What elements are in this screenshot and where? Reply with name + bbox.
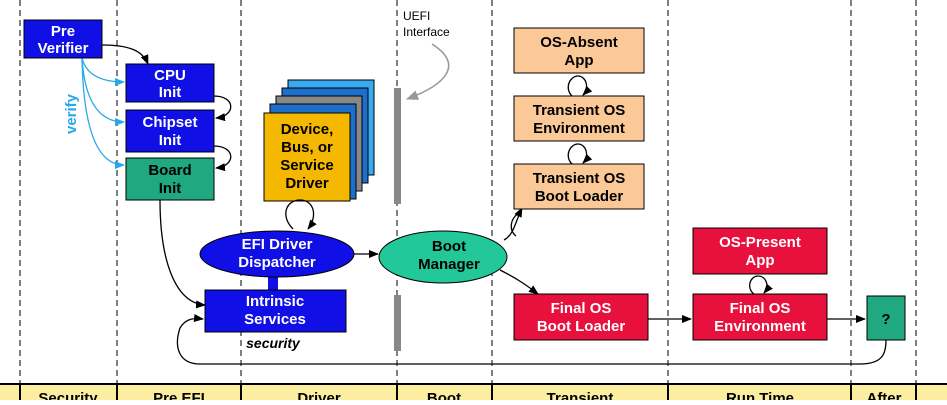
phase-run-time: Run Time — [726, 390, 794, 400]
phase-security: Security — [38, 390, 98, 400]
phase-pre-efi: Pre EFI — [153, 390, 205, 400]
transient-chain-arrows — [567, 75, 593, 165]
svg-text:Final OS: Final OS — [551, 300, 612, 317]
svg-text:OS-Present: OS-Present — [719, 234, 801, 251]
svg-text:Dispatcher: Dispatcher — [238, 254, 316, 271]
svg-text:Init: Init — [159, 132, 182, 149]
device-bus-service-driver-block: Device, Bus, or Service Driver — [263, 112, 351, 202]
boot-manager-ellipse: Boot Manager — [378, 230, 508, 284]
svg-text:Board: Board — [148, 162, 191, 179]
svg-text:Init: Init — [159, 180, 182, 197]
svg-text:Environment: Environment — [714, 318, 806, 335]
board-to-intrinsic-arrow — [159, 199, 206, 309]
return-to-intrinsic-arrow — [176, 314, 887, 365]
uefi-interface-bar-upper — [394, 88, 401, 204]
uefi-interface-label: UEFI Interface — [403, 9, 450, 39]
svg-text:Final OS: Final OS — [730, 300, 791, 317]
svg-text:Bus, or: Bus, or — [281, 139, 333, 156]
os-absent-app-block: OS-Absent App — [513, 27, 645, 74]
svg-text:Transient OS: Transient OS — [533, 170, 626, 187]
svg-text:?: ? — [881, 311, 890, 328]
phase-separators — [19, 0, 917, 385]
security-label: security — [246, 335, 301, 351]
svg-text:EFI Driver: EFI Driver — [242, 236, 313, 253]
transient-loop-return — [510, 211, 521, 237]
phase-driver: Driver — [297, 390, 341, 400]
svg-text:Boot: Boot — [432, 238, 466, 255]
svg-text:Pre: Pre — [51, 23, 75, 40]
svg-text:Driver: Driver — [285, 175, 329, 192]
boot-manager-to-transient-loop-arrow — [503, 207, 523, 241]
intrinsic-services-block: Intrinsic Services — [204, 289, 347, 333]
svg-text:Boot Loader: Boot Loader — [535, 188, 623, 205]
svg-text:Interface: Interface — [403, 25, 450, 39]
svg-text:Services: Services — [244, 311, 306, 328]
svg-text:Verifier: Verifier — [38, 40, 89, 57]
svg-text:CPU: CPU — [154, 67, 186, 84]
verify-label: verify — [63, 93, 80, 134]
os-present-app-block: OS-Present App — [692, 227, 828, 275]
dispatcher-intrinsic-connector — [268, 268, 278, 290]
after-question-block: ? — [866, 295, 906, 341]
svg-text:Init: Init — [159, 84, 182, 101]
svg-text:Intrinsic: Intrinsic — [246, 293, 304, 310]
cpu-init-block: CPU Init — [125, 63, 215, 103]
svg-text:Chipset: Chipset — [142, 114, 197, 131]
pre-verifier-block: Pre Verifier — [23, 19, 103, 59]
svg-text:Service: Service — [280, 157, 333, 174]
efi-driver-dispatcher-ellipse: EFI Driver Dispatcher — [199, 230, 355, 278]
svg-text:Environment: Environment — [533, 120, 625, 137]
pre-verifier-to-cpu-arrow — [101, 44, 149, 65]
svg-text:App: App — [745, 252, 774, 269]
phase-after: After — [866, 390, 901, 400]
phase-transient: Transient — [547, 390, 614, 400]
svg-text:Manager: Manager — [418, 256, 480, 273]
present-app-env-loop-arrow — [748, 275, 773, 295]
uefi-interface-arrow — [406, 43, 450, 100]
chipset-init-block: Chipset Init — [125, 109, 215, 153]
phase-bar: Security Pre EFI Driver Boot Transient R… — [0, 383, 947, 405]
boot-manager-to-final-loader-arrow — [499, 269, 539, 295]
svg-text:Device,: Device, — [281, 121, 334, 138]
init-chain-arrows — [213, 95, 232, 172]
transient-os-boot-loader-block: Transient OS Boot Loader — [513, 163, 645, 210]
board-init-block: Board Init — [125, 157, 215, 201]
svg-text:Transient OS: Transient OS — [533, 102, 626, 119]
verify-arrows — [81, 57, 125, 169]
svg-text:App: App — [564, 52, 593, 69]
svg-text:Boot Loader: Boot Loader — [537, 318, 625, 335]
phase-boot: Boot — [427, 390, 461, 400]
final-os-environment-block: Final OS Environment — [692, 293, 828, 341]
uefi-interface-bar-lower — [394, 295, 401, 351]
svg-text:UEFI: UEFI — [403, 9, 430, 23]
dispatcher-driver-loop-arrow — [285, 199, 317, 230]
final-os-boot-loader-block: Final OS Boot Loader — [513, 293, 649, 341]
svg-text:OS-Absent: OS-Absent — [540, 34, 618, 51]
transient-os-environment-block: Transient OS Environment — [513, 95, 645, 142]
